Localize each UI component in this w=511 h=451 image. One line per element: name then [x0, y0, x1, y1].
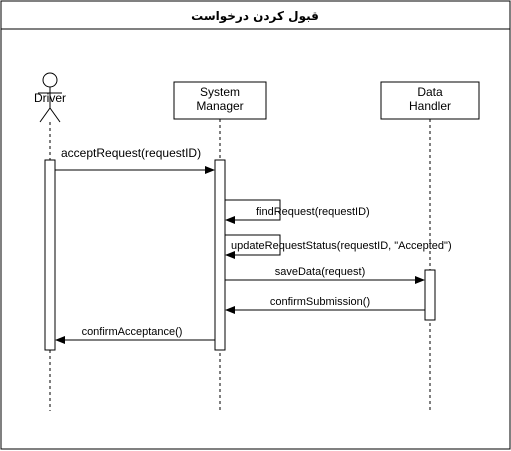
message-arrow	[225, 199, 281, 224]
system-manager-label-line2: Manager	[196, 99, 243, 113]
message-accept-request: acceptRequest(requestID)	[55, 146, 215, 174]
system-manager-participant: System Manager	[173, 81, 267, 120]
message-find-request: findRequest(requestID)	[225, 199, 370, 224]
message-update-request-status: updateRequestStatus(requestID, "Accepted…	[225, 234, 452, 259]
message-label: saveData(request)	[275, 266, 366, 278]
data-handler-participant: Data Handler	[380, 81, 480, 120]
driver-activation	[44, 159, 56, 351]
message-confirm-submission: confirmSubmission()	[225, 296, 425, 314]
message-label: acceptRequest(requestID)	[61, 146, 201, 160]
actor-icon	[38, 72, 62, 123]
message-arrow	[225, 234, 281, 259]
frame-title: قبول کردن درخواست	[191, 9, 319, 24]
data-handler-activation	[424, 269, 436, 321]
message-label: confirmSubmission()	[270, 296, 370, 308]
message-save-data: saveData(request)	[225, 266, 425, 284]
data-handler-label-line1: Data	[417, 85, 443, 99]
message-label: confirmAcceptance()	[82, 326, 183, 338]
driver-actor: Driver	[34, 72, 66, 123]
message-confirm-acceptance: confirmAcceptance()	[55, 326, 215, 344]
system-manager-box	[173, 81, 267, 120]
system-manager-activation	[214, 159, 226, 351]
system-manager-label-line1: System	[200, 85, 240, 99]
message-label: updateRequestStatus(requestID, "Accepted…	[231, 240, 452, 252]
driver-label: Driver	[34, 91, 66, 105]
data-handler-label-line2: Handler	[409, 99, 451, 113]
message-label: findRequest(requestID)	[256, 206, 370, 218]
